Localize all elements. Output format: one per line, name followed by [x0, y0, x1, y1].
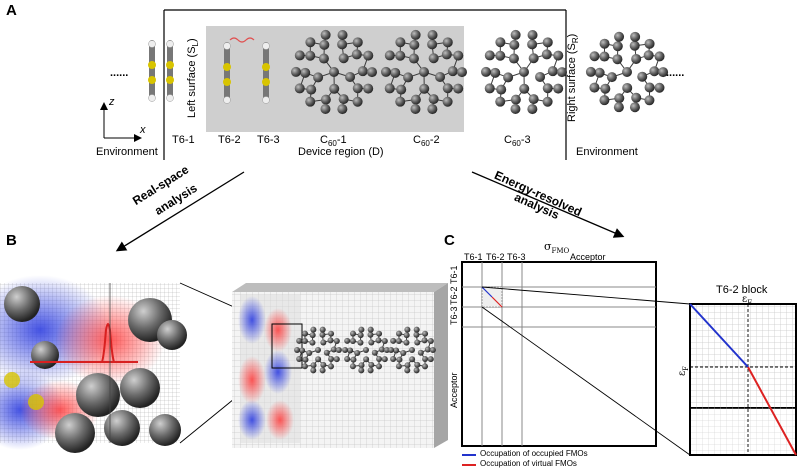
label-c60-1: C60-1	[320, 134, 347, 149]
top-label-t6-1: T6-1	[464, 252, 483, 262]
simulation-box	[232, 283, 448, 448]
environment-left-label: Environment	[96, 146, 158, 158]
fmo-matrix	[461, 261, 657, 447]
block-zoom-line-top	[481, 286, 691, 305]
device-region-box	[206, 26, 464, 132]
c60-1-molecule	[291, 29, 377, 115]
side-label-t6-1: T6-1	[449, 265, 459, 284]
legend-virtual: Occupation of virtual FMOs	[480, 459, 577, 468]
axis-indicator	[100, 102, 142, 142]
top-label-t6-2: T6-2	[486, 252, 505, 262]
device-region-label: Device region (D)	[298, 146, 384, 158]
environment-right-label: Environment	[576, 146, 638, 158]
epsilon-f-side: εF	[677, 365, 690, 376]
box-c60-3	[388, 326, 436, 374]
label-t6-1: T6-1	[172, 134, 195, 146]
label-t6-2: T6-2	[218, 134, 241, 146]
energy-resolved-arrow	[471, 171, 625, 238]
sigma-fmo-label: σFMO	[544, 240, 570, 256]
side-label-acceptor: Acceptor	[449, 372, 459, 408]
panel-a-bracket	[163, 9, 567, 160]
block-zoom-line-bottom	[481, 306, 691, 456]
real-space-arrow	[115, 171, 245, 252]
top-label-t6-3: T6-3	[507, 252, 526, 262]
epsilon-f-top: εF	[742, 294, 753, 307]
zoom-inset	[0, 275, 187, 453]
box-c60-2	[342, 326, 390, 374]
axis-x-label: x	[140, 124, 146, 136]
t6-2-molecule	[223, 37, 255, 104]
label-c60-3: C60-3	[504, 134, 531, 149]
t6-2-block-title: T6-2 block	[716, 284, 768, 296]
panel-label-c: C	[444, 232, 455, 249]
c60-box-molecules	[294, 326, 436, 374]
left-surface-label: Left surface (SL)	[186, 38, 201, 118]
box-c60-1	[294, 326, 342, 374]
panel-label-a: A	[6, 2, 17, 19]
axis-z-label: z	[109, 96, 115, 108]
c60-3-molecule	[481, 29, 567, 115]
t6-molecule-env	[148, 40, 174, 102]
panel-label-b: B	[6, 232, 17, 249]
t6-3-molecule	[262, 42, 270, 104]
side-label-t6-2: T6-2	[449, 286, 459, 305]
right-surface-label: Right surface (SR)	[566, 33, 581, 122]
top-label-acceptor: Acceptor	[570, 252, 606, 262]
c60-molecules-row	[291, 29, 669, 115]
c60-environment-molecule	[585, 31, 669, 113]
ellipsis-right: ......	[666, 67, 685, 79]
label-t6-3: T6-3	[257, 134, 280, 146]
t6-2-block-plot	[689, 303, 797, 456]
ellipsis-left: ......	[110, 67, 129, 79]
label-c60-2: C60-2	[413, 134, 440, 149]
c60-2-molecule	[381, 29, 467, 115]
side-label-t6-3: T6-3	[449, 306, 459, 325]
legend-occupied: Occupation of occupied FMOs	[480, 449, 588, 458]
